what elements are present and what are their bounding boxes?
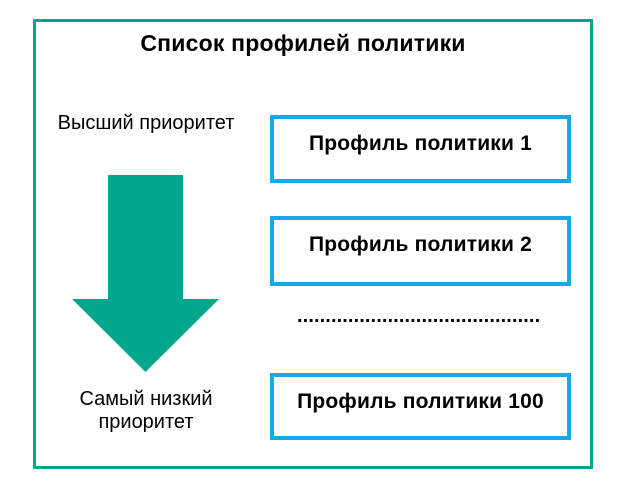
policy-profile-label: Профиль политики 2 [308, 233, 533, 256]
down-arrow-icon [72, 175, 219, 372]
policy-profile-box-1: Профиль политики 1 [270, 115, 571, 183]
ellipsis-separator: ........................................… [297, 305, 541, 327]
lowest-priority-label: Самый низкий приоритет [79, 388, 213, 433]
diagram-title: Список профилей политики [140, 30, 466, 56]
policy-profile-label: Профиль политики 100 [297, 390, 544, 413]
policy-profile-label: Профиль политики 1 [308, 132, 533, 155]
policy-profile-box-2: Профиль политики 2 [270, 216, 571, 286]
policy-profile-box-100: Профиль политики 100 [270, 373, 571, 440]
highest-priority-label: Высший приоритет [57, 112, 235, 134]
